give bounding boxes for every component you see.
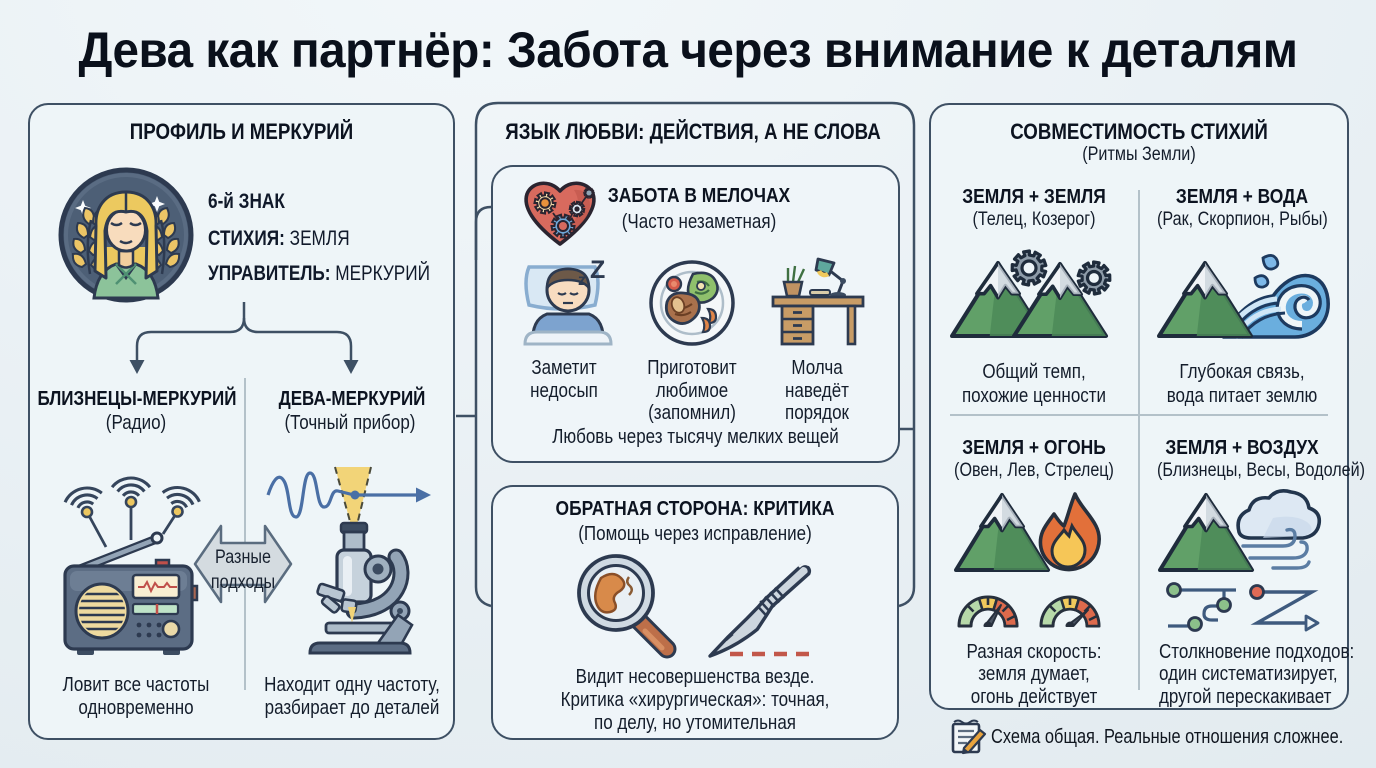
svg-text:Z: Z <box>590 256 605 284</box>
svg-text:z: z <box>578 272 586 289</box>
